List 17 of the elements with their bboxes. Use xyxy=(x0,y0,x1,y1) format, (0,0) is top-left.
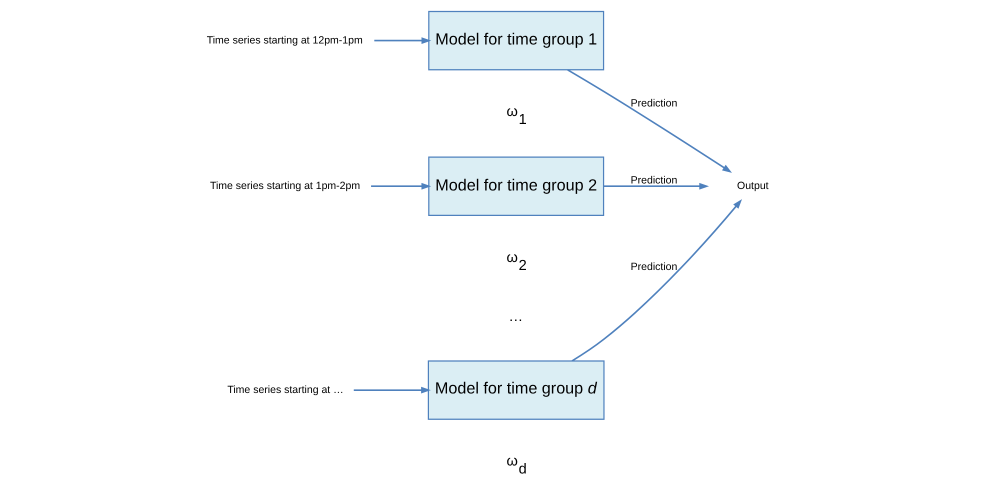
edge-label: Prediction xyxy=(630,174,677,186)
arrow xyxy=(353,386,430,394)
node-box: Model for time group 2 xyxy=(428,156,604,216)
node-box: Model for time group 1 xyxy=(428,10,604,70)
node-text: Output xyxy=(736,180,768,192)
node-text: Time series starting at 12pm-1pm xyxy=(206,34,362,46)
arrow xyxy=(603,182,709,190)
node-text: Time series starting at 1pm-2pm xyxy=(209,180,360,192)
arrow xyxy=(571,199,742,362)
arrow xyxy=(566,69,732,173)
label: … xyxy=(508,308,523,325)
edge-label: Prediction xyxy=(630,97,677,110)
arrow xyxy=(370,182,431,190)
node-box: Model for time group d xyxy=(427,360,604,420)
arrow xyxy=(374,37,431,44)
edge-label: Prediction xyxy=(630,260,677,273)
node-text: Time series starting at … xyxy=(226,384,344,396)
